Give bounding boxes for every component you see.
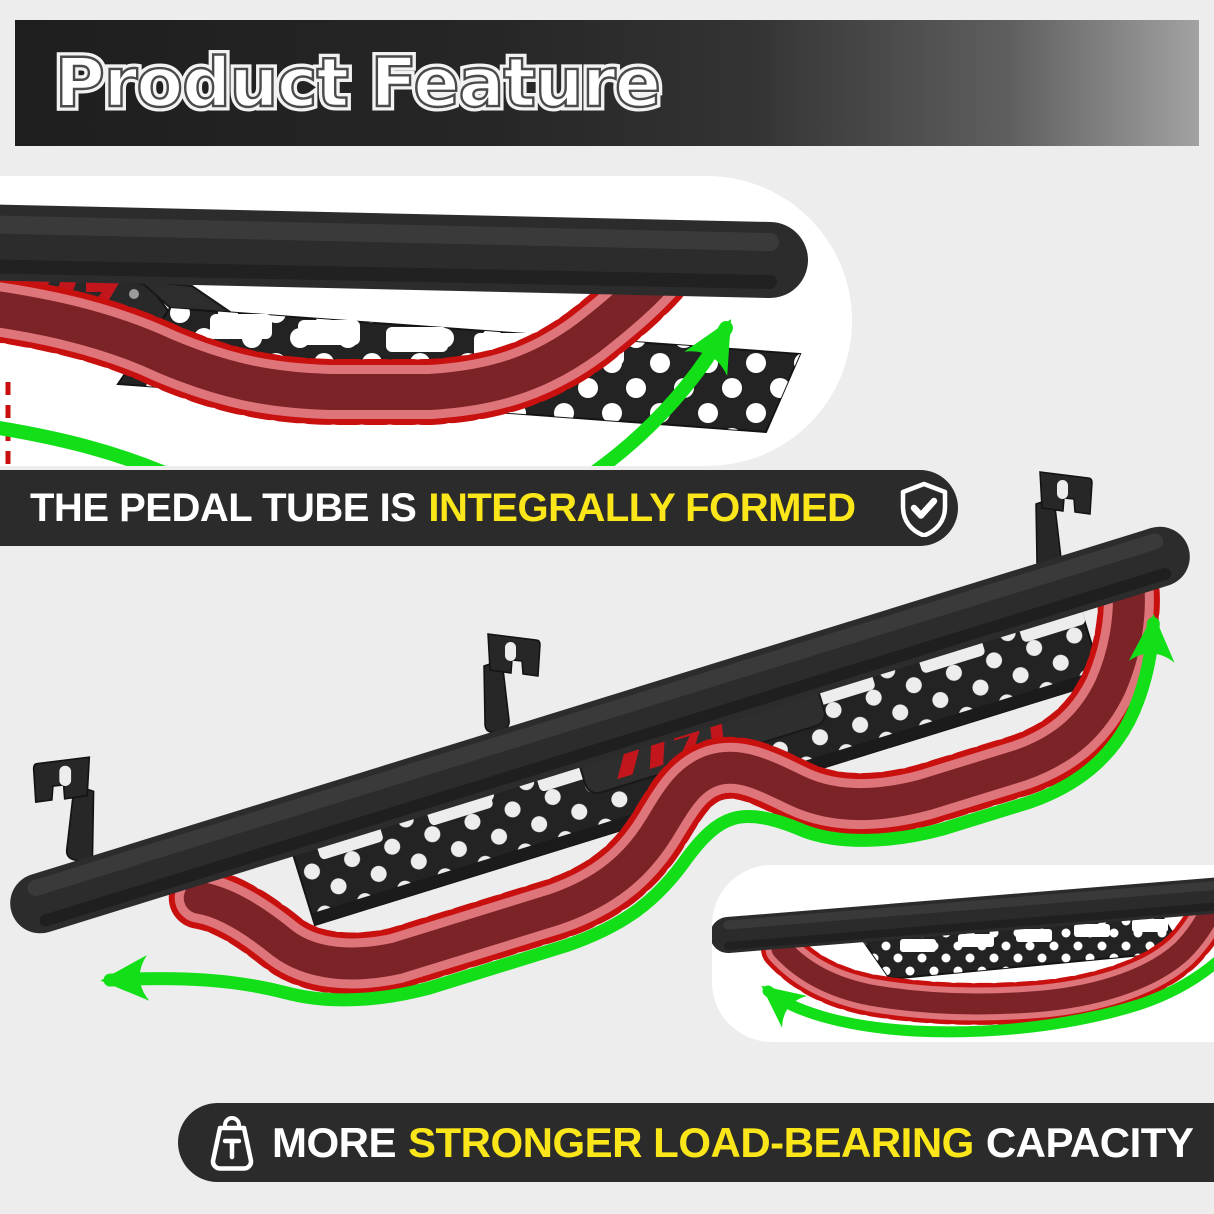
feature-banner-highlight: INTEGRALLY FORMED	[428, 485, 856, 530]
bend-direction-arrow	[761, 957, 1214, 1038]
header-banner: Product Feature Product Feature Product …	[15, 20, 1199, 146]
pedal-tube-highlight	[0, 235, 697, 466]
page-title-text: Product Feature	[54, 42, 662, 123]
pedal-tube-angle-illustration	[712, 877, 1214, 1038]
capacity-banner-suffix: CAPACITY	[985, 1118, 1194, 1166]
shield-check-icon	[900, 481, 948, 537]
page-title-halo: Product Feature	[51, 39, 666, 127]
page-title: Product Feature Product Feature Product …	[51, 20, 666, 146]
feature-banner: THE PEDAL TUBE IS INTEGRALLY FORMED	[0, 470, 958, 546]
bend-direction-arrow	[100, 614, 1175, 1007]
capacity-banner-prefix: MORE	[272, 1118, 397, 1166]
capacity-banner: MORE STRONGER LOAD-BEARING CAPACITY	[178, 1103, 1214, 1182]
detail-card-bottom-right	[712, 865, 1214, 1042]
step-plate	[860, 911, 1186, 981]
main-tube	[0, 204, 808, 298]
bend-direction-arrow	[0, 319, 733, 466]
step-plate-slots	[900, 919, 1168, 952]
detail-card-top	[0, 176, 852, 466]
mounting-bracket-middle	[483, 633, 541, 733]
main-tube	[712, 877, 1214, 953]
mounting-bracket-left	[32, 756, 95, 863]
feature-banner-text: THE PEDAL TUBE IS	[30, 485, 417, 530]
weight-icon	[210, 1115, 254, 1171]
pedal-tube-highlight	[761, 888, 1214, 1025]
pedal-tube-closeup-illustration	[0, 204, 808, 466]
capacity-banner-highlight: STRONGER LOAD-BEARING	[408, 1118, 974, 1166]
